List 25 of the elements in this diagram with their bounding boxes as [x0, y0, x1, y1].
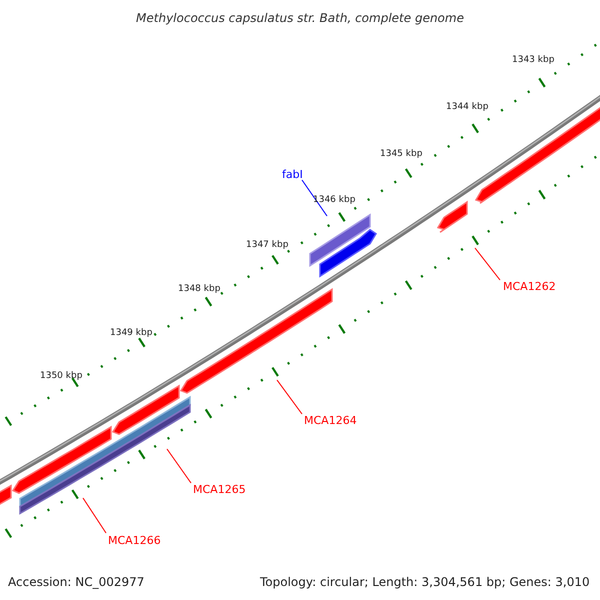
scale-label: 1343 kbp	[512, 56, 554, 65]
gene-bar	[436, 200, 468, 233]
info-text: Accession: NC_002977	[8, 576, 144, 588]
gene-label: MCA1265	[193, 484, 246, 495]
gene-bar	[319, 228, 378, 278]
scale-label: 1350 kbp	[40, 372, 82, 381]
title: Methylococcus capsulatus str. Bath, complete genome	[135, 12, 465, 24]
leader-line	[166, 448, 192, 484]
leader-line	[276, 380, 302, 414]
gene-label: MCA1264	[304, 415, 357, 426]
leader-line	[474, 248, 500, 280]
leader-line	[82, 498, 106, 534]
scale-label: 1347 kbp	[246, 241, 288, 250]
info-text: Topology: circular; Length: 3,304,561 bp; Genes: 3,010	[260, 576, 590, 588]
gene-bar	[0, 484, 12, 508]
scale-label: 1344 kbp	[446, 103, 488, 112]
gene-label: MCA1266	[108, 535, 161, 546]
scale-label: 1349 kbp	[110, 329, 152, 338]
gene-bar	[112, 384, 180, 436]
gene-bar	[309, 213, 371, 267]
gene-label: MCA1262	[503, 281, 556, 292]
gene-bar	[12, 426, 112, 494]
gene-label: fabI	[282, 169, 303, 180]
scale-label: 1345 kbp	[380, 150, 422, 159]
scale-label: 1348 kbp	[178, 285, 220, 294]
